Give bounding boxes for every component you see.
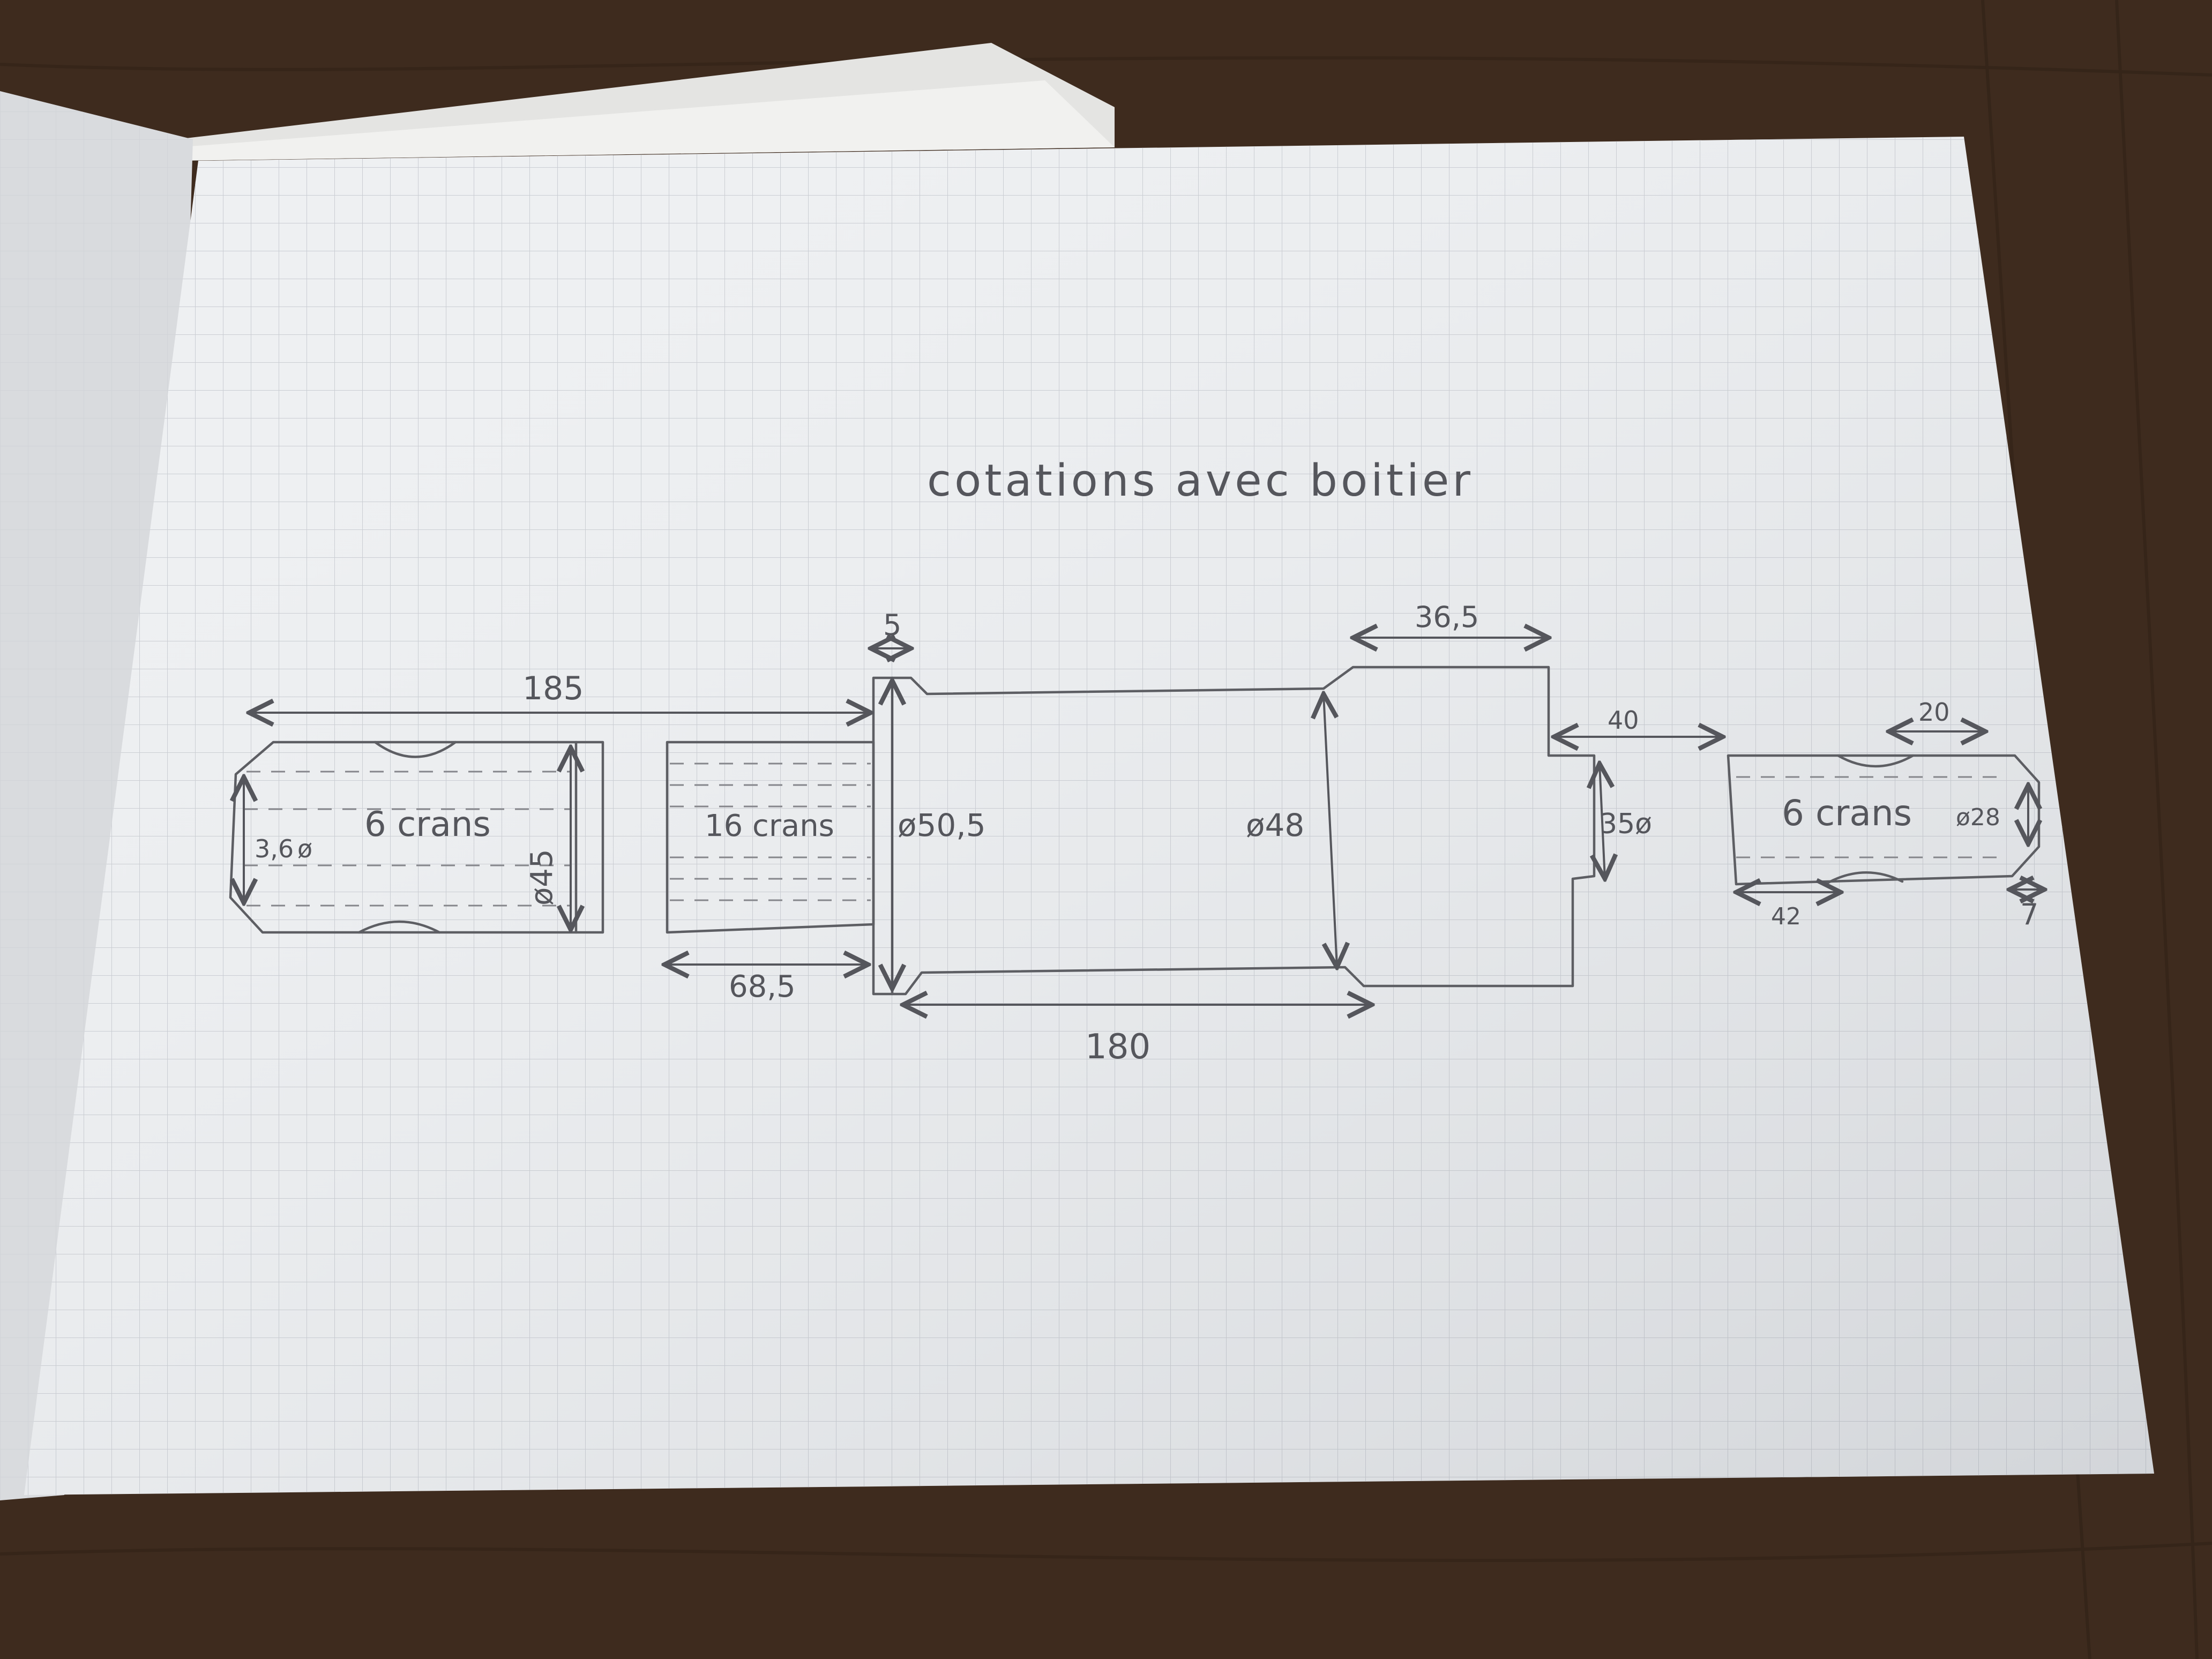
- dim-48: ø48: [1246, 807, 1304, 843]
- dim-185: 185: [522, 670, 584, 707]
- label-6-crans-right: 6 crans: [1782, 793, 1912, 834]
- dim-35: 35ø: [1600, 808, 1652, 840]
- label-16-crans: 16 crans: [705, 809, 834, 843]
- dim-68-5: 68,5: [729, 969, 796, 1004]
- dim-20: 20: [1918, 698, 1950, 727]
- dim-3-6: 3,6: [255, 834, 294, 863]
- dim-5: 5: [883, 608, 901, 642]
- label-6-crans-left: 6 crans: [364, 805, 491, 845]
- dimension-labels: 185 5 36,5 40 20 68,5 180 42 7 3,6 ø ø45…: [255, 600, 2038, 1067]
- dim-50-5: ø50,5: [898, 807, 986, 843]
- dim-180: 180: [1085, 1027, 1150, 1067]
- dimension-lines: [244, 638, 2044, 1005]
- dim-45: ø45: [525, 849, 559, 906]
- drawing-title: cotations avec boitier: [927, 455, 1474, 506]
- dim-36-5: 36,5: [1415, 600, 1479, 634]
- dim-28: ø28: [1956, 804, 2000, 831]
- dim-42: 42: [1771, 903, 1801, 930]
- dim-3-6-diameter-symbol: ø: [297, 834, 312, 863]
- dim-7: 7: [2020, 898, 2038, 931]
- spline-labels: 6 crans 16 crans 6 crans: [364, 793, 1912, 845]
- dim-40: 40: [1608, 706, 1639, 735]
